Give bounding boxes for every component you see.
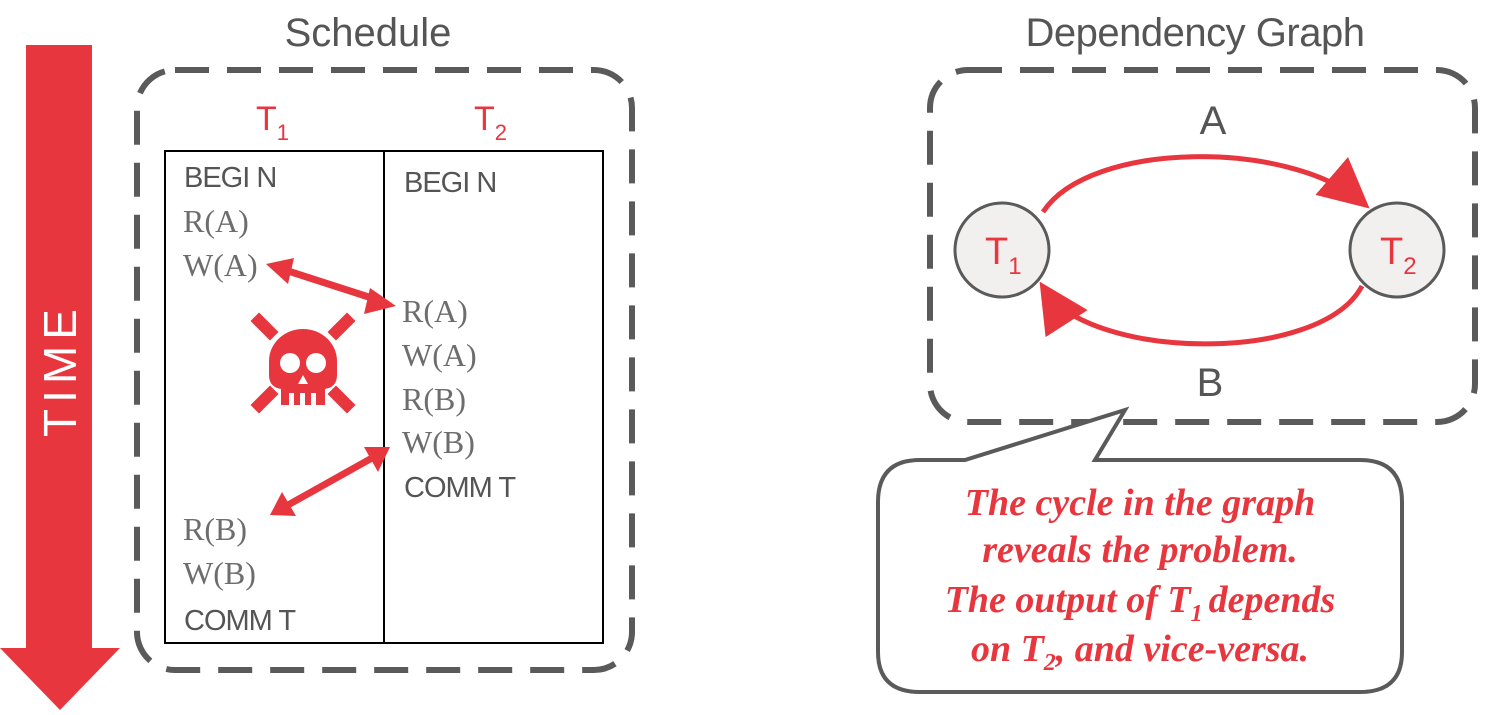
time-arrow: TIME bbox=[0, 45, 120, 710]
schedule-title: Schedule bbox=[285, 11, 452, 55]
t1-read-b: R(B) bbox=[183, 511, 247, 547]
callout-line-1: The cycle in the graph bbox=[965, 482, 1315, 524]
t2-header: T2 bbox=[474, 100, 507, 145]
callout-bubble bbox=[876, 406, 1404, 694]
callout-line-4: on T2, and vice-versa. bbox=[971, 628, 1309, 676]
time-label: TIME bbox=[34, 303, 86, 437]
graph-title: Dependency Graph bbox=[1026, 11, 1365, 55]
t2-commit: COMM T bbox=[404, 472, 516, 504]
edge-t2-to-t1 bbox=[1039, 281, 1365, 347]
conflict-arrow-a bbox=[266, 258, 396, 314]
callout-line-2: reveals the problem. bbox=[982, 529, 1298, 571]
conflict-arrow-b bbox=[270, 447, 390, 516]
edge-t1-to-t2 bbox=[1040, 154, 1370, 214]
graph-frame bbox=[927, 67, 1478, 425]
t2-write-b: W(B) bbox=[402, 424, 475, 460]
t2-read-a: R(A) bbox=[402, 293, 468, 329]
t1-header: T1 bbox=[256, 100, 289, 145]
schedule-frame bbox=[134, 67, 635, 673]
t1-write-b: W(B) bbox=[183, 555, 256, 591]
svg-text:T2: T2 bbox=[1380, 231, 1417, 280]
graph-node-t2: T2 bbox=[1348, 201, 1446, 299]
t1-read-a: R(A) bbox=[183, 203, 249, 239]
t1-begin: BEGI N bbox=[184, 162, 276, 194]
t2-write-a: W(A) bbox=[402, 337, 477, 373]
svg-text:T1: T1 bbox=[985, 231, 1022, 280]
graph-node-t1: T1 bbox=[953, 201, 1051, 299]
edge-label-a: A bbox=[1200, 99, 1227, 143]
t1-commit: COMM T bbox=[184, 605, 296, 637]
callout-text: The cycle in the graph reveals the probl… bbox=[945, 482, 1336, 676]
t2-read-b: R(B) bbox=[402, 381, 466, 417]
edge-label-b: B bbox=[1197, 361, 1224, 405]
t2-begin: BEGI N bbox=[404, 167, 496, 199]
skull-crossbones-icon bbox=[250, 312, 356, 414]
t1-write-a: W(A) bbox=[183, 247, 258, 283]
